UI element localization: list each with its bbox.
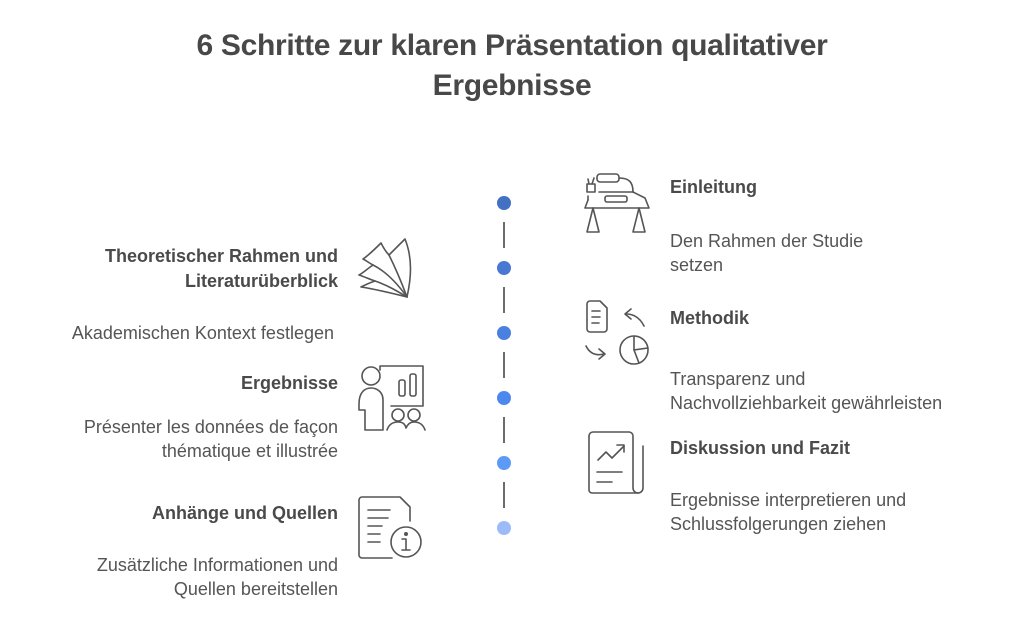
document-info-icon (356, 494, 426, 564)
heading-line: Literaturüberblick (184, 271, 338, 291)
description-line: Nachvollziehbarkeit gewährleisten (670, 393, 943, 413)
desk-lamp-icon (583, 170, 655, 238)
timeline-dot-3 (497, 326, 511, 340)
timeline-connector (503, 287, 505, 313)
timeline-connector (503, 352, 505, 378)
step-heading: Methodik (670, 308, 749, 328)
description-line: Quellen bereitstellen (173, 579, 338, 599)
open-book-pages-icon (355, 235, 427, 303)
timeline-connector (503, 222, 505, 248)
timeline-dot-6 (497, 521, 511, 535)
step-heading: Theoretischer Rahmen und Literaturüberbl… (105, 244, 338, 294)
description-line: Présenter les données de façon (83, 417, 338, 437)
timeline-dot-1 (497, 196, 511, 210)
title-line-2: Ergebnisse (432, 69, 592, 102)
description-line: Den Rahmen der Studie (670, 231, 864, 251)
heading-line: Theoretischer Rahmen und (104, 246, 338, 266)
description-line: setzen (670, 255, 724, 275)
description-line: Ergebnisse interpretieren und (670, 490, 907, 510)
report-trend-icon (584, 430, 656, 498)
step-description: Zusätzliche Informationen und Quellen be… (97, 553, 338, 601)
presenter-chart-audience-icon (355, 362, 427, 434)
timeline-connector (503, 482, 505, 508)
step-description: Présenter les données de façon thématiqu… (84, 415, 338, 463)
description-line: Transparenz und (670, 369, 806, 389)
step-description: Den Rahmen der Studie setzen (670, 229, 863, 277)
description-line: thématique et illustrée (161, 441, 338, 461)
step-description: Akademischen Kontext festlegen (72, 321, 334, 345)
timeline-dot-4 (497, 391, 511, 405)
document-pie-chart-cycle-icon (582, 298, 654, 368)
diagram-title: 6 Schritte zur klaren Präsentation quali… (12, 26, 1012, 106)
title-line-1: 6 Schritte zur klaren Präsentation quali… (196, 29, 828, 62)
step-heading: Einleitung (670, 177, 757, 197)
step-description: Ergebnisse interpretieren und Schlussfol… (670, 488, 906, 536)
description-line: Zusätzliche Informationen und (96, 555, 338, 575)
step-heading: Diskussion und Fazit (670, 438, 851, 458)
step-description: Transparenz und Nachvollziehbarkeit gewä… (670, 367, 942, 415)
step-heading: Ergebnisse (240, 373, 338, 393)
description-line: Schlussfolgerungen ziehen (670, 514, 887, 534)
step-heading: Anhänge und Quellen (151, 503, 338, 523)
timeline-dot-5 (497, 456, 511, 470)
timeline-dot-2 (497, 261, 511, 275)
timeline-connector (503, 417, 505, 443)
description-line: Akademischen Kontext festlegen (71, 323, 334, 343)
